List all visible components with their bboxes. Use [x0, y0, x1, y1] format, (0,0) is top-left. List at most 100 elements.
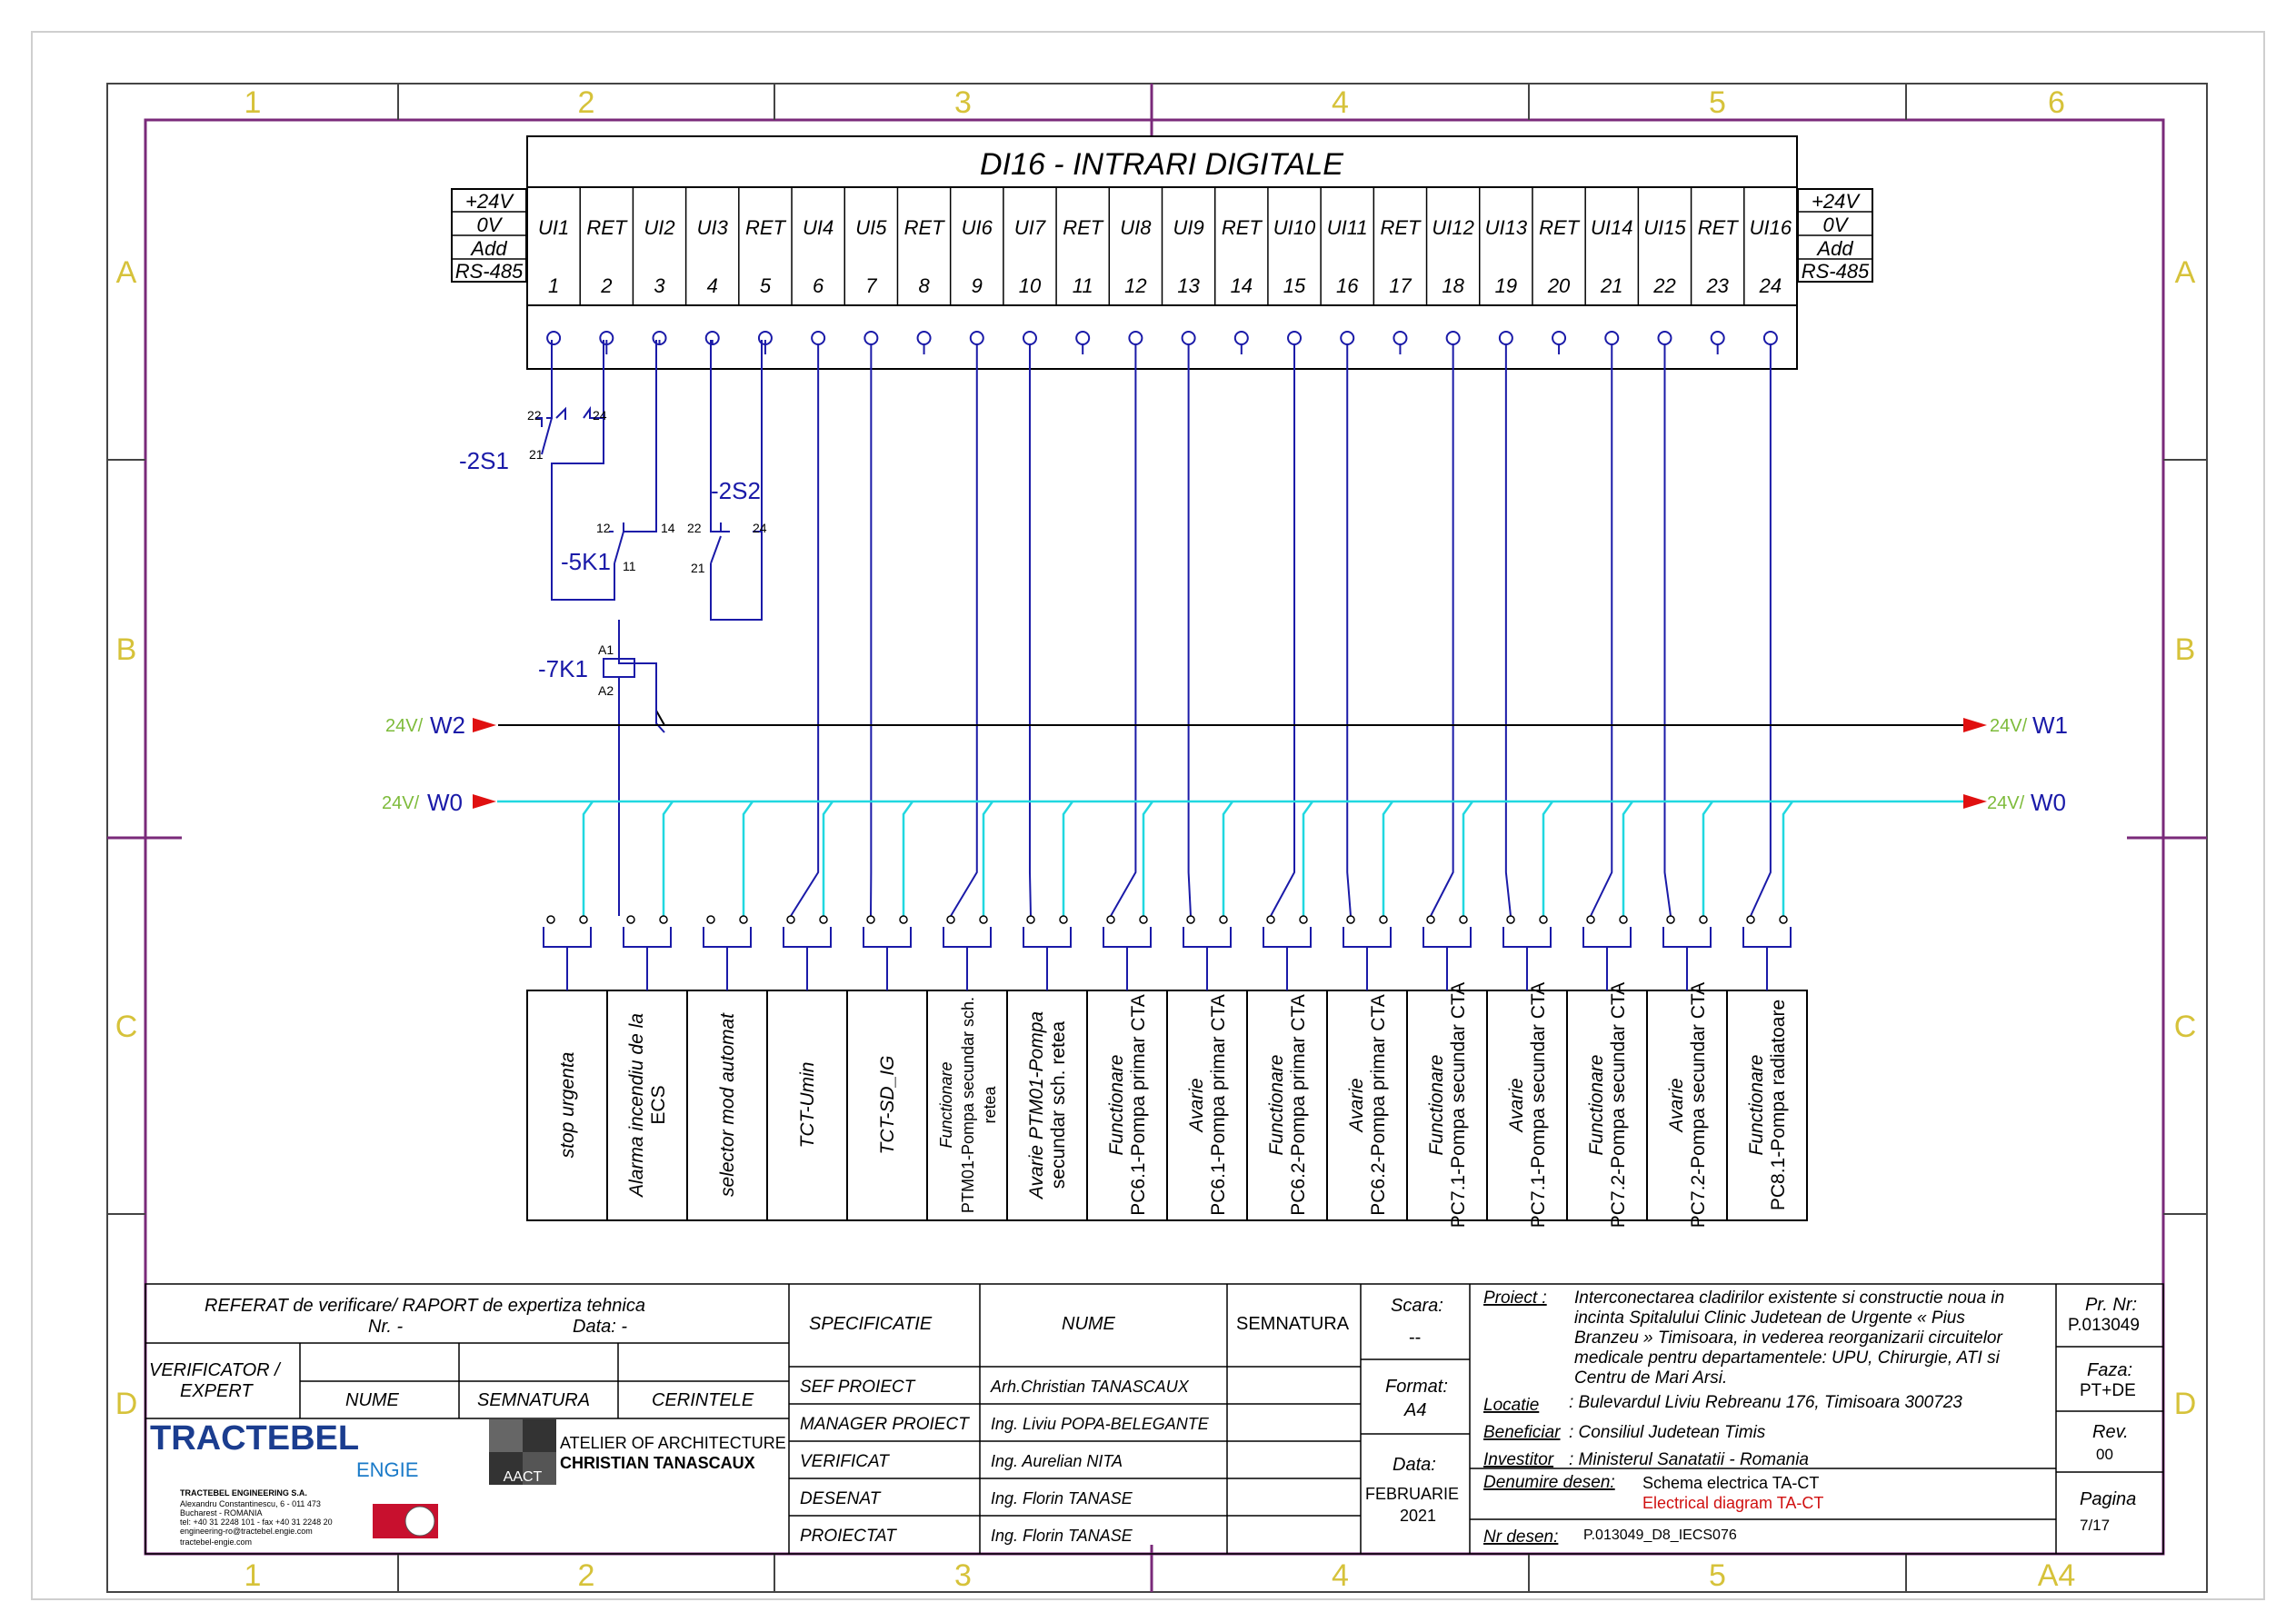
w0-left-arrow-icon — [473, 794, 496, 809]
signal-label: PC6.2-Pompa primar CTA — [1288, 994, 1309, 1216]
terminal-number: 12 — [1124, 274, 1146, 297]
terminal-wire — [1430, 344, 1454, 917]
terminal-screw-icon — [1710, 331, 1725, 345]
terminal-strip: UI11RET2UI23UI34RET5UI46UI57RET8UI69UI71… — [538, 187, 1792, 345]
terminal-label: RET — [1698, 216, 1740, 239]
col-nume: NUME — [345, 1390, 400, 1410]
right-label-add: Add — [1815, 237, 1853, 260]
nume-header: NUME — [1062, 1314, 1116, 1334]
connector-pin-icon — [1026, 915, 1035, 924]
signal-box — [1246, 990, 1328, 1221]
proiect-text-3: Branzeu » Timisoara, in vederea reorgani… — [1574, 1328, 2002, 1348]
connector-pin-icon — [1539, 915, 1548, 924]
s1-pin-21: 21 — [529, 447, 544, 462]
terminal-number: 4 — [707, 274, 718, 297]
signal-label: stop urgenta — [557, 1052, 578, 1159]
connector-bracket — [1502, 927, 1552, 948]
role-label: MANAGER PROIECT — [800, 1415, 970, 1434]
connector-pin-icon — [1299, 915, 1308, 924]
s2-pin-22: 22 — [687, 521, 702, 535]
col-label-bottom: 4 — [1332, 1558, 1349, 1593]
connector-bracket — [543, 927, 592, 948]
role-name: Ing. Aurelian NITA — [991, 1452, 1123, 1470]
beneficiar-text: : Consiliul Judetean Timis — [1569, 1423, 1766, 1442]
terminal-number: 5 — [760, 274, 772, 297]
terminal-number: 16 — [1336, 274, 1359, 297]
col-label-bottom: 3 — [954, 1558, 972, 1593]
k7-w2-link — [655, 710, 665, 726]
signal-label: PC7.2-Pompa secundar CTA — [1608, 982, 1629, 1228]
nrdesen-value: P.013049_D8_IECS076 — [1583, 1527, 1737, 1543]
w0-drop-wire — [822, 801, 834, 916]
terminal-screw-icon — [1075, 331, 1091, 345]
k1-pin-14: 14 — [661, 521, 675, 535]
k7-pin-a1: A1 — [598, 642, 614, 657]
terminal-wire — [1590, 344, 1613, 917]
connector-pin-icon — [819, 915, 828, 924]
terminal-screw-icon — [811, 331, 826, 345]
terminal-screw-icon — [863, 331, 879, 345]
terminal-label: RET — [1539, 216, 1581, 239]
pagina-label: Pagina — [2080, 1489, 2136, 1509]
terminal-wire — [950, 344, 978, 917]
signal-label: TCT-Umin — [797, 1062, 818, 1149]
terminal-label: UI15 — [1643, 216, 1686, 239]
data-value-2: 2021 — [1400, 1507, 1436, 1525]
proiect-text-2: incinta Spitalului Clinic Judetean de Ur… — [1574, 1309, 1965, 1328]
s1-pin-22: 22 — [527, 408, 542, 423]
prnr-label: Pr. Nr: — [2085, 1295, 2137, 1315]
signal-label: Functionare — [1746, 1055, 1767, 1156]
w0-drop-wire — [902, 801, 914, 916]
terminal-label: RET — [1380, 216, 1422, 239]
certification-seal-icon — [404, 1506, 435, 1537]
terminal-label: UI2 — [644, 216, 674, 239]
faza-value: PT+DE — [2080, 1381, 2136, 1400]
w0-drop-wire — [1062, 801, 1074, 916]
signal-label: PC6.2-Pompa primar CTA — [1368, 994, 1389, 1216]
terminal-number: 6 — [813, 274, 824, 297]
signal-box — [1166, 990, 1248, 1221]
terminal-number: 23 — [1705, 274, 1729, 297]
terminal-wire — [1110, 344, 1137, 917]
w0-right-volt: 24V/ — [1987, 793, 2025, 813]
connector-bracket — [1742, 927, 1792, 948]
connector-bracket — [783, 927, 832, 948]
terminal-screw-icon — [916, 331, 932, 345]
col-label-bottom: 2 — [578, 1558, 595, 1593]
terminal-screw-icon — [1552, 331, 1567, 345]
terminal-number: 10 — [1019, 274, 1042, 297]
terminal-screw-icon — [1604, 331, 1620, 345]
signal-box — [1006, 990, 1088, 1221]
terminal-number: 1 — [548, 274, 559, 297]
terminal-number: 14 — [1231, 274, 1253, 297]
left-label-rs485: RS-485 — [455, 260, 524, 283]
denumire-en: Electrical diagram TA-CT — [1642, 1494, 1823, 1512]
proiect-text-1: Interconectarea cladirilor existente si … — [1574, 1289, 2004, 1308]
connector-pin-icon — [1779, 915, 1788, 924]
tractebel-address-4: engineering-ro@tractebel.engie.com — [180, 1527, 313, 1536]
col-cerintele: CERINTELE — [652, 1390, 754, 1410]
s2-name: -2S2 — [711, 477, 761, 504]
terminal-label: UI9 — [1173, 216, 1203, 239]
connector-pin-icon — [1619, 915, 1628, 924]
terminal-label: RET — [1063, 216, 1104, 239]
left-power-labels: +24V 0V Add RS-485 — [451, 188, 527, 283]
terminal-wire — [1663, 344, 1672, 917]
referat-data: Data: - — [573, 1317, 627, 1337]
terminal-label: RET — [586, 216, 628, 239]
signal-label: Functionare — [937, 1061, 955, 1148]
terminal-screw-icon — [1233, 331, 1249, 345]
row-label-right: C — [2174, 1010, 2197, 1044]
role-name: Ing. Florin TANASE — [991, 1527, 1133, 1545]
terminal-screw-icon — [1762, 331, 1778, 345]
k7-coil-wires — [618, 620, 665, 733]
verificator-line1: VERIFICATOR / — [149, 1360, 282, 1380]
connector-pin-icon — [1506, 915, 1515, 924]
nrdesen-label: Nr desen: — [1483, 1527, 1558, 1547]
referat-title: REFERAT de verificare/ RAPORT de experti… — [205, 1296, 645, 1316]
terminal-number: 20 — [1547, 274, 1571, 297]
signal-label: Functionare — [1266, 1055, 1287, 1156]
left-label-0v: 0V — [477, 214, 504, 236]
rev-value: 00 — [2096, 1446, 2113, 1463]
aact-text: AACT — [504, 1469, 543, 1485]
